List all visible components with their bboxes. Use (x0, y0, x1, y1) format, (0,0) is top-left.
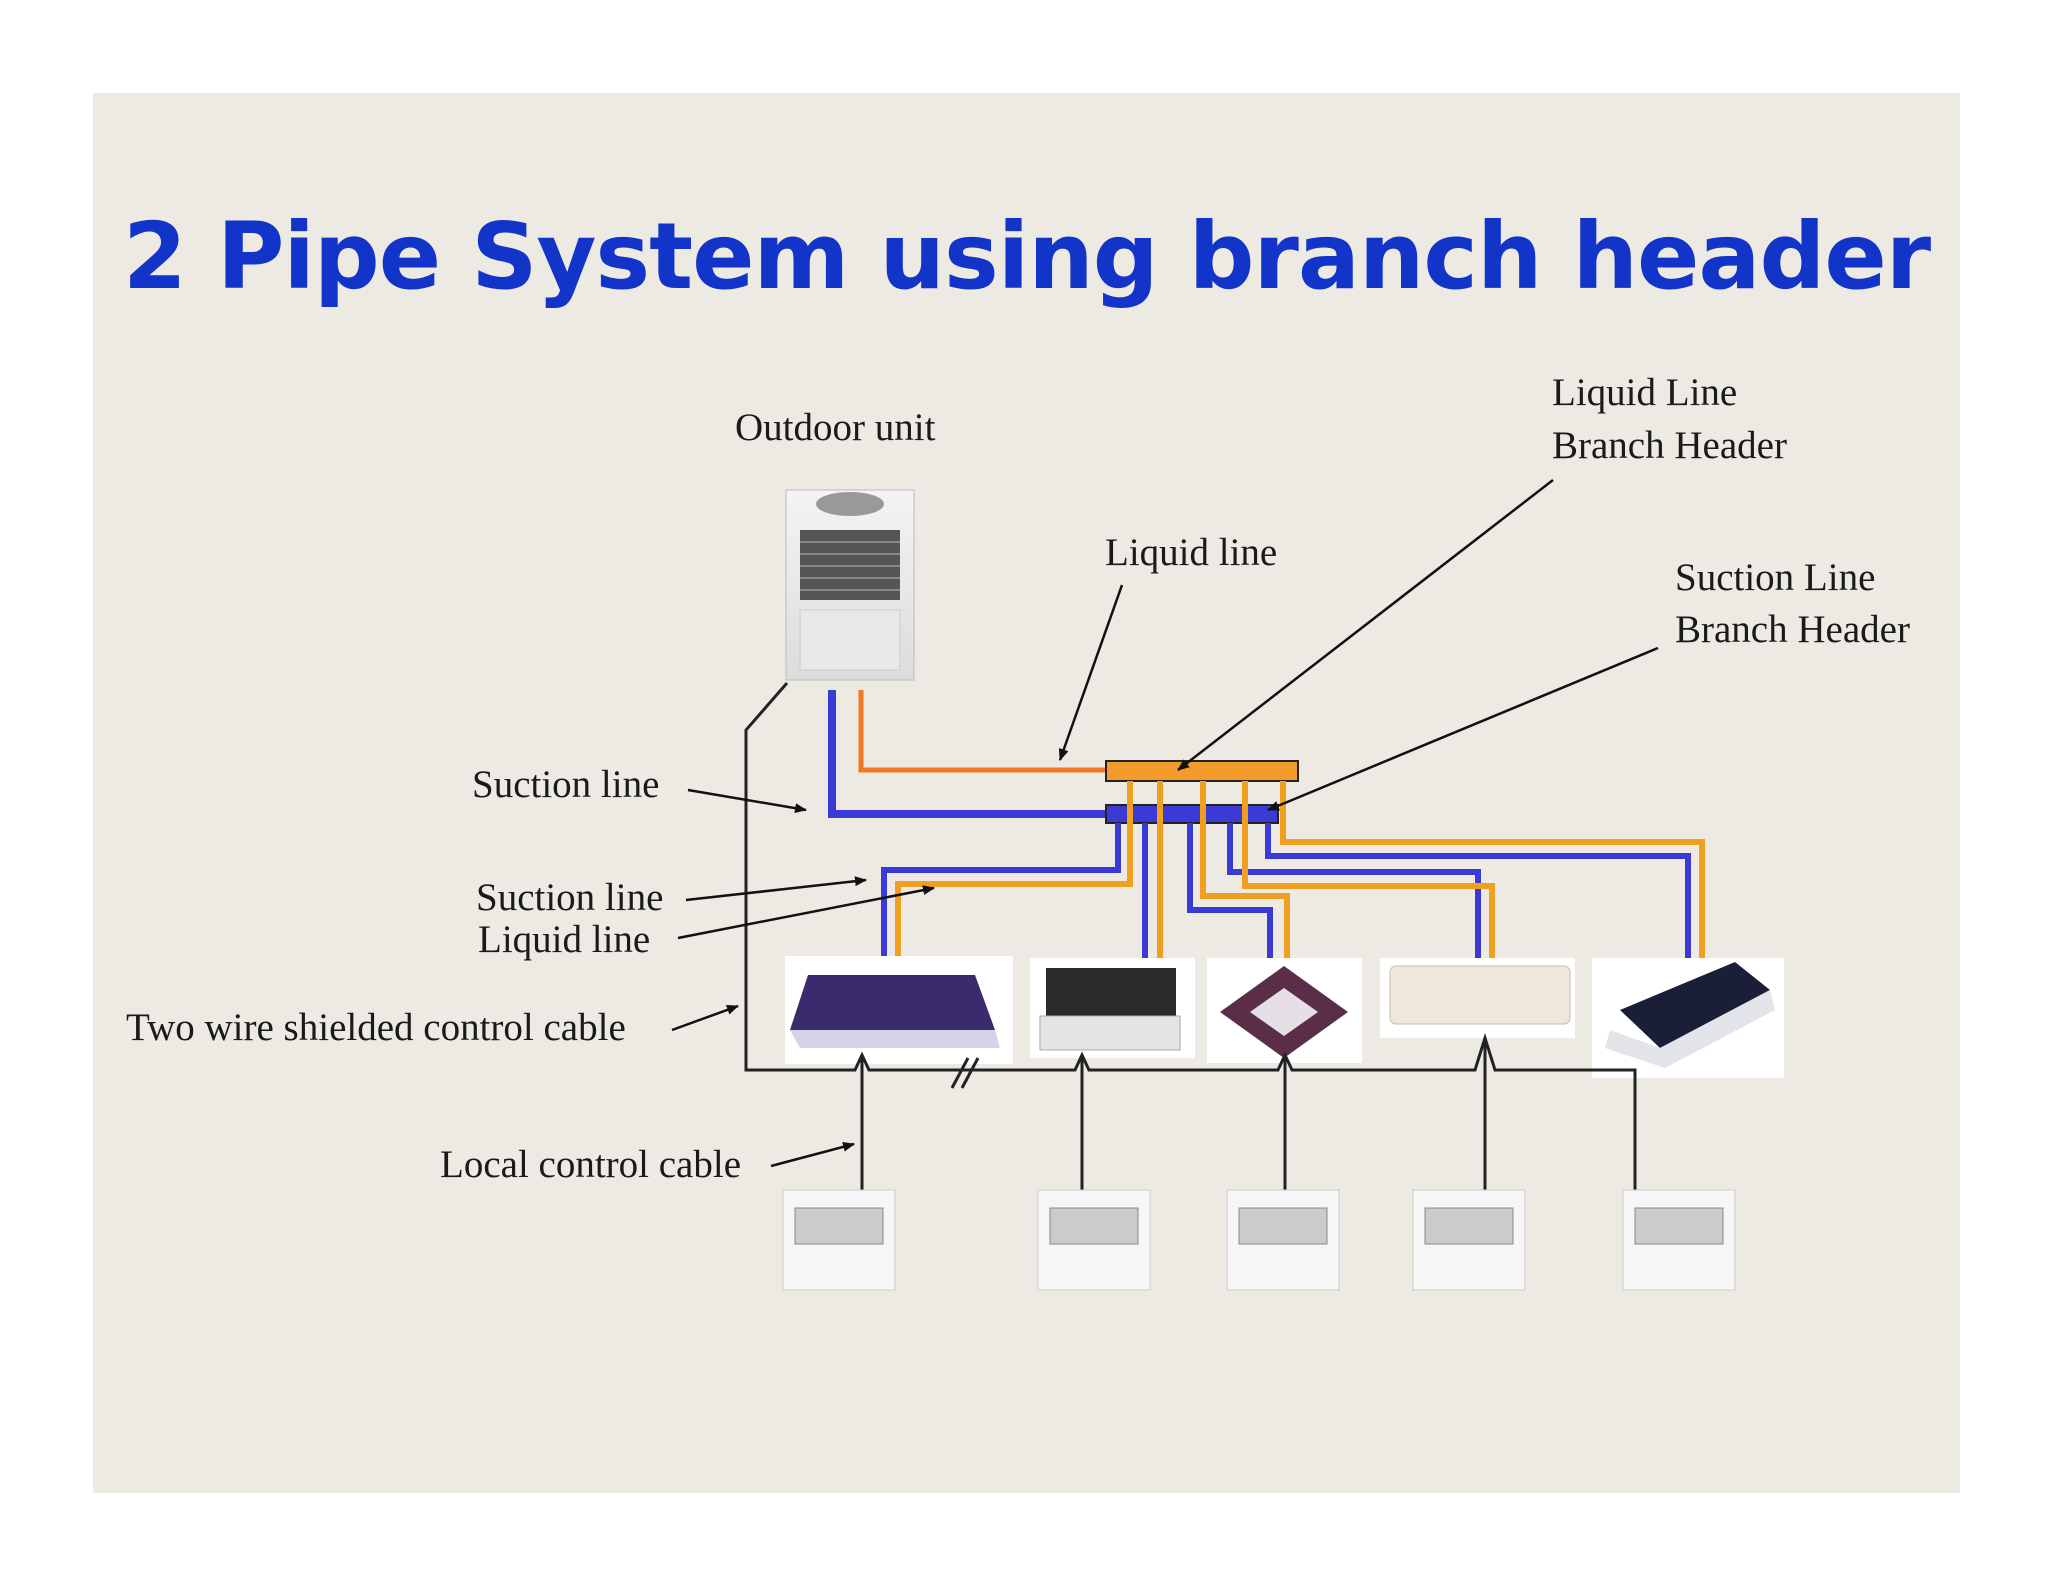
indoor-unit-4 (1380, 958, 1575, 1038)
slide-title: 2 Pipe System using branch header (122, 203, 1931, 310)
label-liquid-line-indoor: Liquid line (478, 918, 650, 961)
branch-pipes (881, 781, 1705, 975)
label-outdoor-unit: Outdoor unit (735, 406, 936, 449)
remote-controller-1 (782, 1189, 896, 1291)
remote-controller-4 (1412, 1189, 1526, 1291)
label-suction-line-main: Suction line (472, 763, 659, 806)
label-suction-branch-header-line2: Branch Header (1675, 608, 1910, 651)
indoor-unit-3 (1207, 958, 1362, 1063)
remote-controller-3 (1226, 1189, 1340, 1291)
slide: 2 Pipe System using branch header (93, 93, 1960, 1493)
indoor-unit-5 (1592, 958, 1784, 1078)
callout-arrows (671, 479, 1659, 1168)
remote-controller-2 (1037, 1189, 1151, 1291)
label-control-cable: Two wire shielded control cable (126, 1006, 626, 1049)
label-liquid-branch-header-line1: Liquid Line (1552, 371, 1737, 414)
label-liquid-line-top: Liquid line (1105, 531, 1277, 574)
main-liquid-pipe (858, 690, 1108, 773)
label-liquid-branch-header-line2: Branch Header (1552, 424, 1787, 467)
liquid-branch-header (1105, 760, 1299, 782)
indoor-unit-2 (1030, 958, 1195, 1058)
control-cable (744, 682, 1637, 1200)
label-suction-branch-header-line1: Suction Line (1675, 556, 1875, 599)
remote-controllers (782, 1189, 1736, 1291)
remote-controller-5 (1622, 1189, 1736, 1291)
outdoor-unit (785, 489, 915, 681)
main-suction-pipe (828, 690, 1108, 818)
label-local-control-cable: Local control cable (440, 1143, 741, 1186)
label-suction-line-indoor: Suction line (476, 876, 663, 919)
indoor-unit-1 (785, 956, 1013, 1064)
